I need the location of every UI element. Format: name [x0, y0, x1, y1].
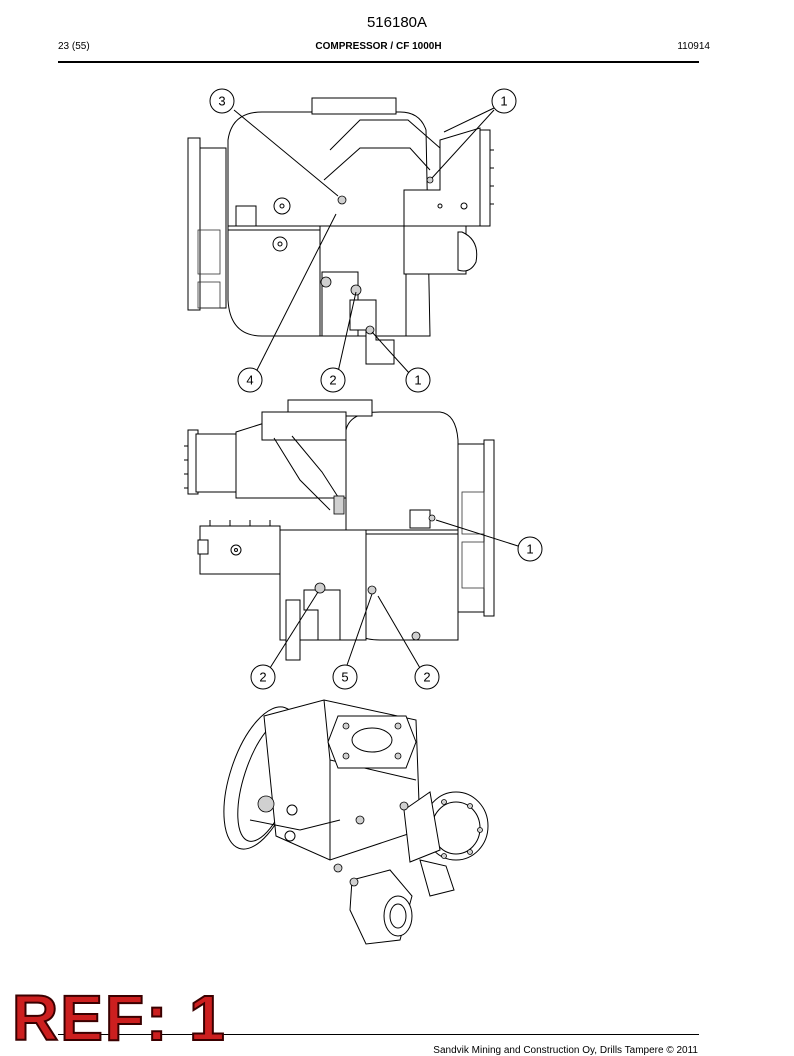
middle-view-drawing — [184, 399, 495, 661]
svg-text:5: 5 — [341, 670, 348, 685]
svg-text:1: 1 — [526, 542, 533, 557]
callout-top-1b: 1 — [405, 367, 431, 393]
callout-top-1a: 1 — [491, 88, 517, 114]
middle-view-leaders — [269, 519, 519, 669]
callout-top-4: 4 — [237, 367, 263, 393]
footer-rule — [58, 1034, 699, 1035]
footer-copyright: Sandvik Mining and Construction Oy, Dril… — [433, 1045, 698, 1056]
callout-middle-1: 1 — [517, 536, 543, 562]
date-code: 110914 — [677, 41, 710, 52]
page-number: 23 (55) — [58, 41, 90, 52]
callout-middle-2a: 2 — [250, 664, 276, 690]
top-view-leaders — [233, 107, 495, 375]
header-rule — [58, 61, 699, 63]
callout-top-2: 2 — [320, 367, 346, 393]
svg-text:2: 2 — [259, 670, 266, 685]
svg-text:3: 3 — [218, 94, 225, 109]
top-view-drawing — [187, 97, 494, 365]
page-title: COMPRESSOR / CF 1000H — [315, 41, 442, 52]
svg-text:2: 2 — [423, 670, 430, 685]
svg-text:1: 1 — [414, 373, 421, 388]
svg-text:4: 4 — [246, 373, 253, 388]
svg-text:1: 1 — [500, 94, 507, 109]
callout-top-3: 3 — [209, 88, 235, 114]
callout-middle-5: 5 — [332, 664, 358, 690]
isometric-view-drawing — [223, 699, 489, 945]
ref-stamp: REF: 1 — [11, 982, 227, 1054]
svg-text:2: 2 — [329, 373, 336, 388]
document-number: 516180A — [366, 14, 428, 31]
callout-middle-2b: 2 — [414, 664, 440, 690]
